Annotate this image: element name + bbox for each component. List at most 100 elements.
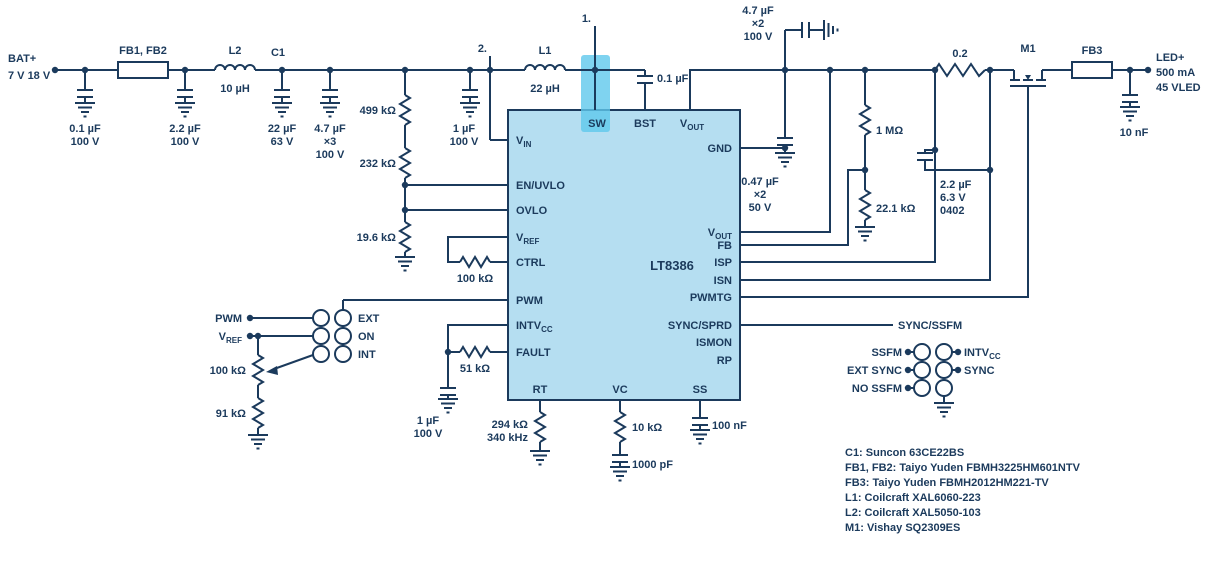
cap-4p7x3-value: 4.7 µF [314,123,346,135]
pwm-input-label: PWM [215,313,242,325]
cap-4p7x2-rating: 100 V [744,31,773,43]
resistor-1M [859,104,871,136]
jumper-pin [913,379,931,397]
bom-line: M1: Vishay SQ2309ES [845,522,960,534]
resistor-51k-label: 51 kΩ [460,363,490,375]
pin-fault: FAULT [516,347,551,359]
pin-pwm: PWM [516,295,543,307]
cap-4p7x2-value: 4.7 µF [742,5,774,17]
pin-ss: SS [693,384,708,396]
cap-10nf-label: 10 nF [1120,127,1149,139]
pin-ismon: ISMON [696,337,732,349]
sense-resistor-0p2 [934,62,986,78]
ground-symbol [459,102,481,118]
pin-isn: ISN [714,275,732,287]
resistor-294k [534,411,546,443]
jumper-ext-label: EXT [358,313,380,325]
ground-symbol [609,466,631,482]
cap-2p2uf-input [176,89,194,98]
pin-vout-right: VOUT [708,227,732,241]
resistor-rt-freq: 340 kHz [487,432,528,444]
bom-line: L2: Coilcraft XAL5050-103 [845,507,981,519]
ground-symbol [854,226,876,242]
l1-name: L1 [539,45,552,57]
pin-vin: VIN [516,135,532,149]
sync-net-label: SYNC/SSFM [898,320,962,332]
bom-line: C1: Suncon 63CE22BS [845,447,964,459]
labels: BAT+ 7 V 18 V FB1, FB2 0.1 µF 100 V 2.2 … [8,5,1201,471]
c1-rating: 63 V [271,136,294,148]
pin-intvcc: INTVCC [516,320,553,334]
cap-100nf-label: 100 nF [712,420,747,432]
jumper-pin [312,345,330,363]
ground-symbol [774,152,796,168]
cap-4p7x2-qty: ×2 [752,18,765,30]
bom-notes: C1: Suncon 63CE22BS FB1, FB2: Taiyo Yude… [845,447,1081,534]
sync-intvcc-label: INTVCC [964,347,1001,361]
ground-symbol [437,398,459,414]
potentiometer-100k [252,354,264,386]
ground-symbol-sideways [823,19,839,41]
resistor-19p6k [399,221,411,253]
l2-name: L2 [229,45,242,57]
resistor-19p6k-label: 19.6 kΩ [357,232,397,244]
jumper-pin [913,361,931,379]
pin-en-uvlo: EN/UVLO [516,180,565,192]
ic-part-number: LT8386 [650,258,694,273]
jumper-pin [913,343,931,361]
ic-pin-labels: VIN EN/UVLO OVLO VREF CTRL PWM INTVCC FA… [516,118,732,396]
bat-range-label: 7 V 18 V [8,70,51,82]
ground-symbol [1119,106,1141,122]
vref-input-label: VREF [219,331,242,345]
jumper-int-label: INT [358,349,376,361]
jumper-pin [935,343,953,361]
pin-pwmtg: PWMTG [690,292,732,304]
pin-fb: FB [717,240,732,252]
pin-gnd: GND [708,143,733,155]
bat-plus-label: BAT+ [8,53,36,65]
output-net-wires [689,22,1148,326]
potentiometer-wiper-arrow [266,366,278,375]
cap-0p47x2-qty: ×2 [754,189,767,201]
cap-c1-22uf [273,89,291,98]
cap-0p1uf-rating: 100 V [71,136,100,148]
cap-1uf-vin [461,89,479,98]
resistor-rt-value: 294 kΩ [492,419,529,431]
cap-2p2uf-rating: 100 V [171,136,200,148]
pin-vout-top: VOUT [680,118,704,132]
pin-bst: BST [634,118,656,130]
callout-1: 1. [582,13,591,25]
cap-100nf-ss [691,417,709,426]
pin-ovlo: OVLO [516,205,548,217]
ground-symbol [247,434,269,450]
resistor-51k [459,346,491,358]
resistor-22p1k-label: 22.1 kΩ [876,203,916,215]
ground-symbol [174,102,196,118]
sense-resistor-label: 0.2 [952,48,967,60]
ssfm-label: SSFM [871,347,902,359]
resistor-499k [399,94,411,126]
pin-rp: RP [717,355,732,367]
ground-symbol [74,102,96,118]
ferrite-fb1-fb2 [117,61,169,79]
led-vled-label: 45 VLED [1156,82,1201,94]
resistor-10k-label: 10 kΩ [632,422,662,434]
pin-ctrl: CTRL [516,257,546,269]
jumper-pin [334,345,352,363]
ferrite-fb3 [1071,61,1113,79]
bom-line: L1: Coilcraft XAL6060-223 [845,492,981,504]
cap-1uf-intvcc-rating: 100 V [414,428,443,440]
cap-10nf-led [1121,94,1139,103]
ground-symbol [689,429,711,445]
cap-4p7uf-x3 [321,89,339,98]
cap-2p2uf-sense-rating: 6.3 V [940,192,966,204]
jumper-pin [312,309,330,327]
resistor-1M-label: 1 MΩ [876,125,903,137]
pin-vref: VREF [516,232,539,246]
pin-vc: VC [612,384,627,396]
inductor-l2 [214,64,256,71]
callout-2: 2. [478,43,487,55]
cap-bst-label: 0.1 µF [657,73,689,85]
